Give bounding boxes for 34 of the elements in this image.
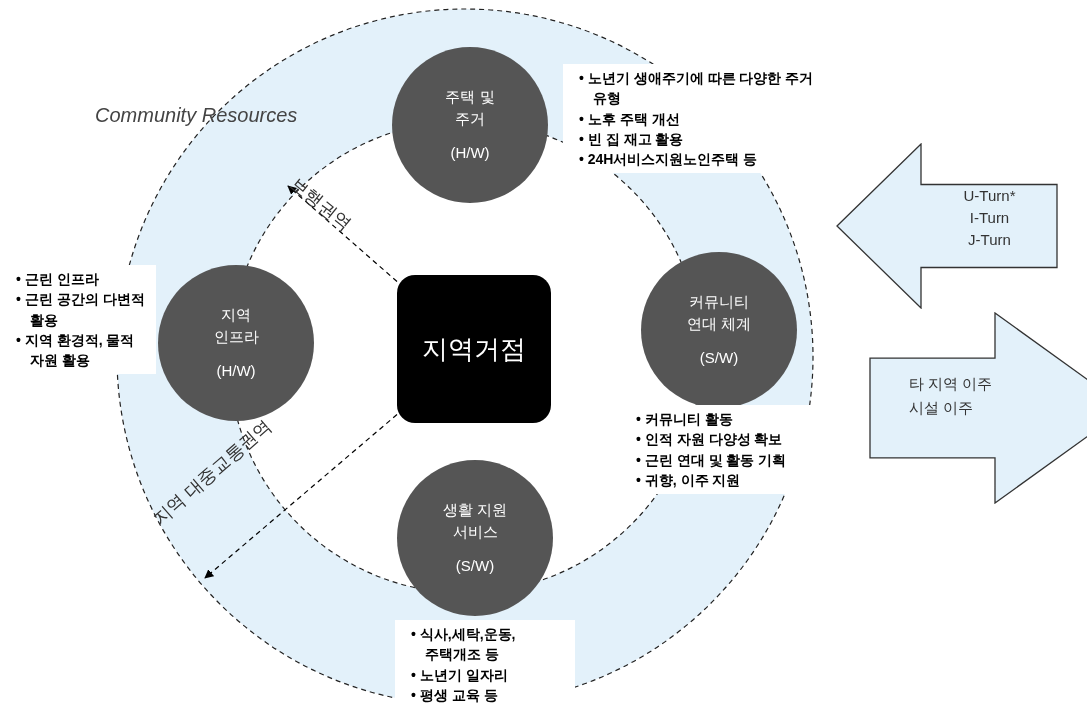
arrow-label: 타 지역 이주 — [909, 374, 993, 394]
node-label: (S/W) — [455, 555, 495, 576]
ring-title: Community Resources — [95, 103, 298, 128]
node-label: 지역거점 — [422, 332, 526, 366]
node-label: (H/W) — [450, 142, 490, 163]
bullet-item: • 노년기 생애주기에 따른 다양한 주거 유형 — [579, 69, 815, 109]
node-label: 커뮤니티 연대 체계 — [685, 292, 753, 335]
bullet-item: • 빈 집 재고 활용 — [579, 129, 685, 149]
dashed-arrow — [287, 185, 398, 283]
bullet-item: • 근린 연대 및 활동 기획 — [636, 450, 788, 470]
bullet-item: • 인적 자원 다양성 확보 — [636, 430, 784, 450]
bullet-item: • 노년기 일자리 — [411, 665, 509, 685]
bullet-item: • 지역 환경적, 물적 자원 활용 — [16, 330, 136, 371]
node-label: 지역 인프라 — [212, 305, 260, 348]
node-label: (S/W) — [699, 347, 739, 368]
arrow-label: I-Turn — [969, 207, 1010, 228]
bullet-item: • 식사,세탁,운동, 주택개조 등 — [411, 625, 517, 665]
arrow-label: U-Turn* — [963, 186, 1016, 206]
bullet-item: • 근린 인프라 — [16, 270, 100, 289]
dashed-arrow — [204, 413, 398, 579]
bullet-item: • 귀향, 이주 지원 — [636, 470, 742, 490]
hub-box — [397, 275, 551, 423]
bullet-item: • 24H서비스지원노인주택 등 — [579, 150, 759, 170]
bullet-item: • 평생 교육 등 — [411, 685, 499, 705]
arrow-label: J-Turn — [968, 229, 1011, 250]
left-block-arrow — [836, 143, 1058, 309]
node-label: 주택 및 주거 — [444, 87, 496, 130]
node-label: (H/W) — [216, 360, 256, 381]
bullet-item: • 커뮤니티 활동 — [636, 410, 734, 429]
node-label: 생활 지원 서비스 — [441, 500, 509, 543]
arrow-label: 시설 이주 — [909, 398, 974, 418]
bullet-item: • 노후 주택 개선 — [579, 109, 681, 129]
bullet-item: • 근린 공간의 다변적 활용 — [16, 290, 146, 330]
right-block-arrow — [869, 312, 1087, 504]
